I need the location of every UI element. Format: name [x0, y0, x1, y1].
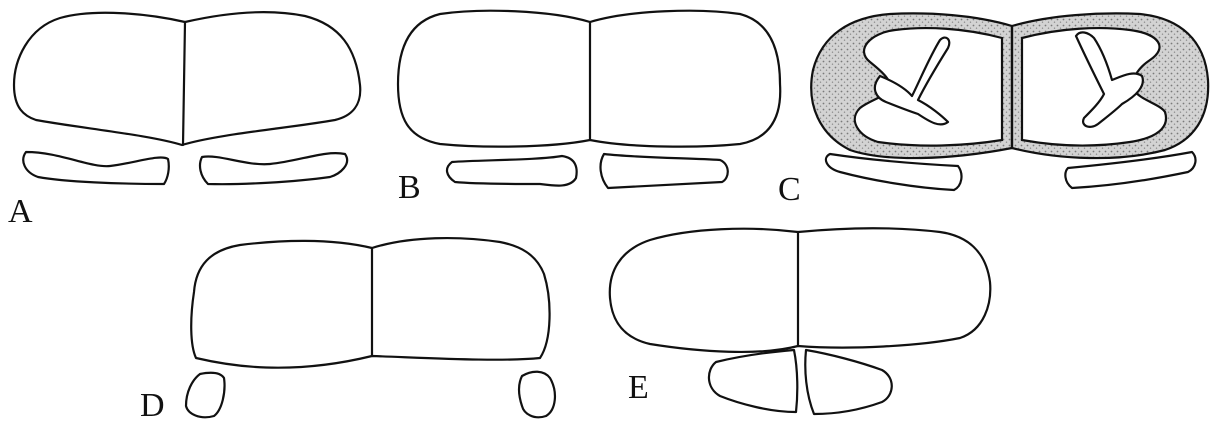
panel-a-left-plate [23, 152, 168, 184]
panel-e-right-plate [805, 350, 891, 414]
panel-d-label: D [140, 387, 165, 421]
panel-a-body [14, 12, 360, 145]
panel-b-label: B [398, 169, 421, 206]
panel-e-left-plate [709, 350, 797, 412]
panel-c-label: C [778, 171, 801, 208]
panel-c-right-process [1076, 32, 1143, 127]
panel-a: A [8, 12, 360, 230]
panel-a-label: A [8, 193, 33, 230]
panel-d: D [140, 238, 555, 421]
panel-c: C [778, 13, 1208, 208]
panel-a-right-plate [200, 153, 347, 184]
panel-c-left-half [811, 13, 1012, 158]
panel-c-left-process [875, 38, 949, 125]
panel-c-left-plate [826, 154, 962, 190]
panel-e: E [610, 228, 991, 414]
panel-d-right-plate [519, 372, 555, 418]
panel-b: B [398, 11, 780, 206]
panel-b-left-plate [447, 156, 577, 186]
panel-b-right-plate [601, 154, 728, 188]
panel-d-body [191, 238, 549, 368]
panel-e-body [610, 228, 991, 352]
panel-e-label: E [628, 369, 649, 406]
panel-d-left-plate [186, 373, 225, 417]
